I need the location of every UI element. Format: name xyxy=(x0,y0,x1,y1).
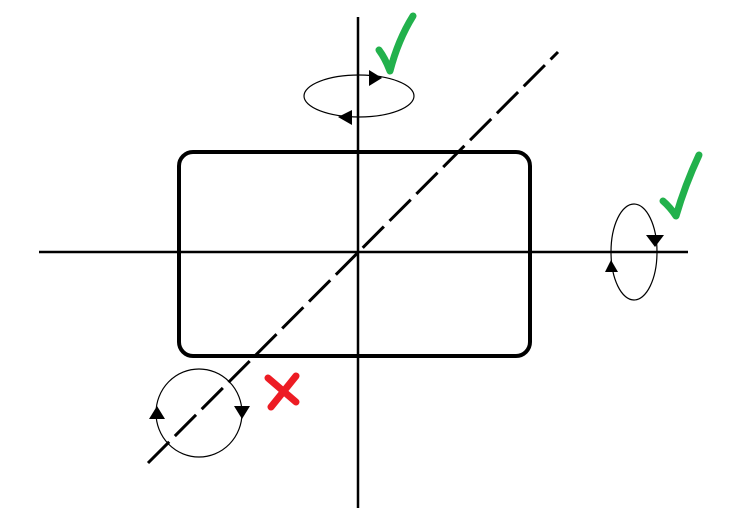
rotation-ellipse-vertical xyxy=(303,74,415,118)
arrowhead-icon xyxy=(369,70,382,86)
arrowhead-icon xyxy=(605,260,618,272)
rotation-ellipse-horizontal xyxy=(610,203,658,301)
check-mark-icon xyxy=(375,12,417,75)
arrowhead-icon xyxy=(149,406,165,419)
diagonal-axis xyxy=(146,50,560,465)
arrowhead-icon xyxy=(338,110,352,125)
rotation-ellipse-diagonal xyxy=(155,368,243,458)
check-mark-icon xyxy=(659,151,703,220)
arrowhead-icon xyxy=(646,235,664,247)
rounded-rectangle xyxy=(177,150,532,358)
arrowhead-icon xyxy=(234,406,250,419)
cross-mark-icon xyxy=(264,372,300,411)
